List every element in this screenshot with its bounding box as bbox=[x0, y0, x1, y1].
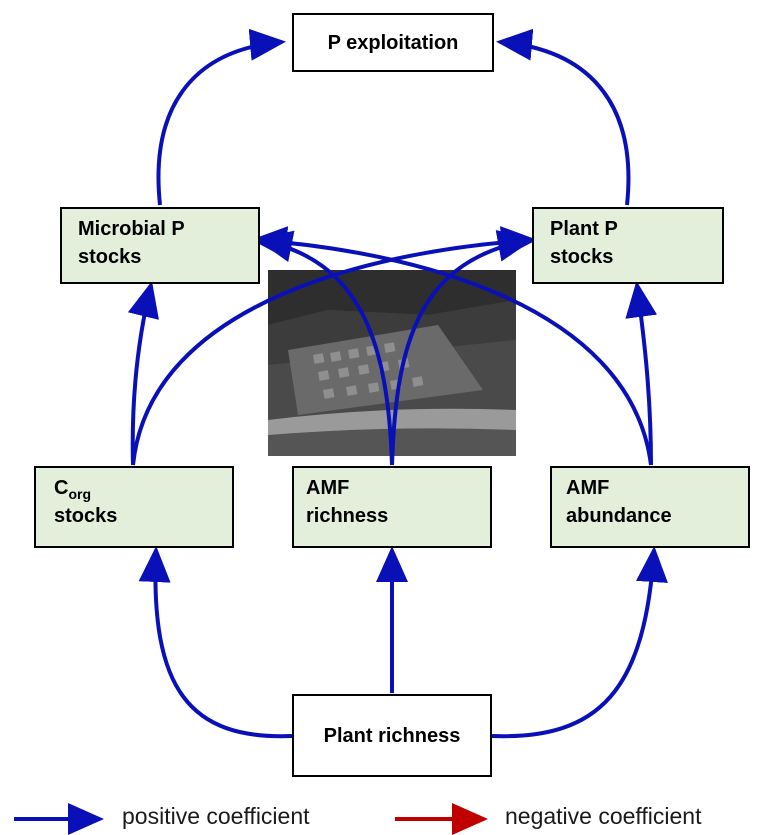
arrow-microbial-to-exploitation bbox=[156, 28, 286, 206]
legend-negative-label: negative coefficient bbox=[505, 803, 702, 829]
arrow-corg-to-plantp bbox=[131, 226, 537, 466]
node-plant-p-line1: Plant P bbox=[550, 218, 618, 240]
node-microbial-p-line1: Microbial P bbox=[78, 218, 185, 240]
node-plant-richness: Plant richness bbox=[292, 694, 492, 777]
node-corg-sub: org bbox=[68, 486, 92, 502]
arrow-abundance-to-microbial bbox=[251, 226, 653, 466]
node-amf-richness: AMF richness bbox=[292, 466, 492, 548]
node-corg-line1: Corg bbox=[54, 474, 232, 502]
aerial-field-photo bbox=[268, 270, 516, 456]
arrow-plantrichness-to-abundance bbox=[491, 546, 668, 739]
arrow-plantrichness-to-corg bbox=[138, 546, 293, 739]
node-amf-richness-line2: richness bbox=[306, 505, 389, 527]
node-amf-abundance-line1: AMF bbox=[566, 477, 610, 499]
node-plant-p-stocks: Plant P stocks bbox=[532, 207, 724, 284]
node-plant-richness-label: Plant richness bbox=[323, 724, 461, 747]
arrow-corg-to-microbial bbox=[127, 281, 159, 466]
arrow-plantp-to-exploitation bbox=[496, 28, 631, 206]
node-corg-main: C bbox=[54, 477, 69, 499]
node-corg-stocks: Corg stocks bbox=[34, 466, 234, 548]
node-amf-richness-line1: AMF bbox=[306, 477, 350, 499]
node-microbial-p-line2: stocks bbox=[78, 246, 142, 268]
node-microbial-p-stocks: Microbial P stocks bbox=[60, 207, 260, 284]
arrow-richness-to-plantp bbox=[390, 230, 534, 466]
arrow-abundance-to-plantp bbox=[625, 281, 658, 466]
node-corg-line2: stocks bbox=[54, 505, 118, 527]
node-amf-abundance-line2: abundance bbox=[566, 505, 672, 527]
legend-positive-label: positive coefficient bbox=[122, 803, 310, 829]
arrow-richness-to-microbial bbox=[256, 230, 394, 466]
node-p-exploitation-label: P exploitation bbox=[327, 31, 459, 54]
node-plant-p-line2: stocks bbox=[550, 246, 614, 268]
node-amf-abundance: AMF abundance bbox=[550, 466, 750, 548]
node-p-exploitation: P exploitation bbox=[292, 13, 494, 72]
